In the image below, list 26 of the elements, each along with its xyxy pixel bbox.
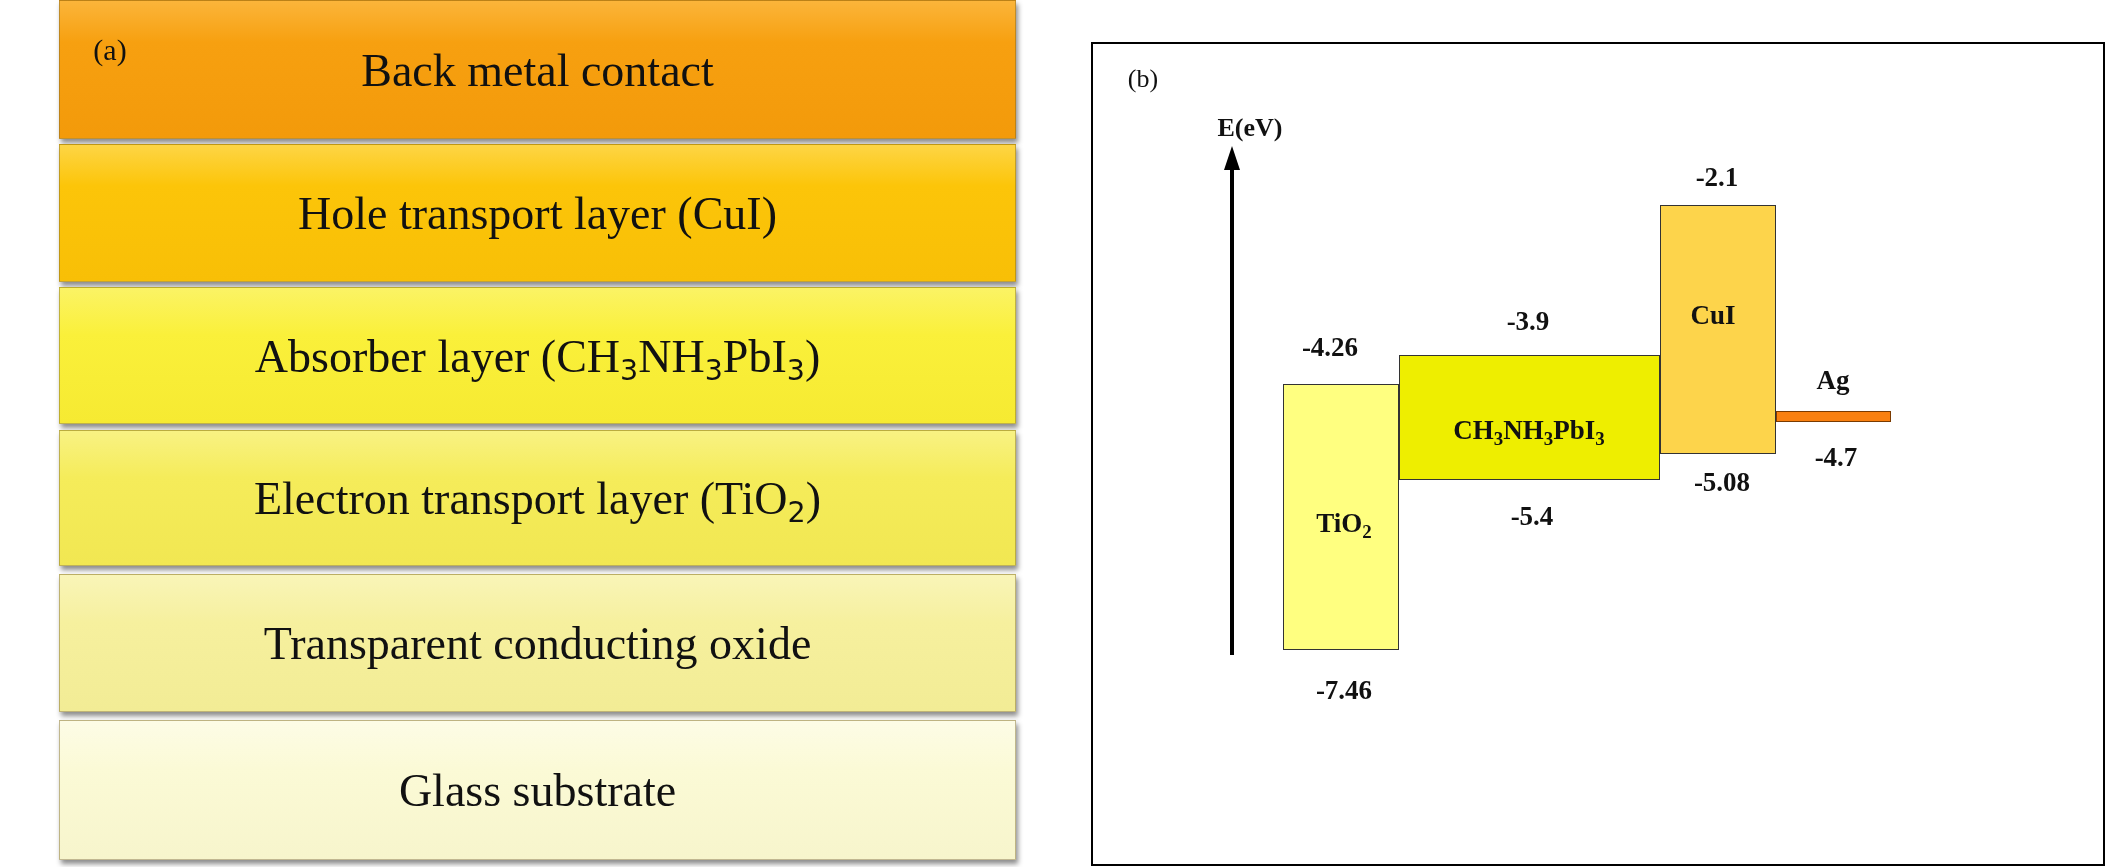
material-label: Ag xyxy=(1816,364,1850,396)
panel-label: (b) xyxy=(1127,64,1159,94)
device-layer xyxy=(59,287,1016,424)
energy-value: -4.26 xyxy=(1301,331,1359,363)
axis-label: E(eV) xyxy=(1217,113,1283,143)
device-layer xyxy=(59,574,1016,712)
energy-value: -7.46 xyxy=(1315,674,1373,706)
layer-label: Electron transport layer (TiO$_{2}$) xyxy=(254,471,821,525)
energy-value: -5.4 xyxy=(1510,500,1554,532)
panel-label: (a) xyxy=(93,33,127,67)
material-label: CuI xyxy=(1690,299,1736,331)
energy-value: -5.08 xyxy=(1693,466,1751,498)
device-layer xyxy=(59,720,1016,860)
energy-value: -3.9 xyxy=(1506,305,1550,337)
material-label: TiO$_{2}$ xyxy=(1316,507,1372,539)
energy-value: -4.7 xyxy=(1814,441,1858,473)
device-layer xyxy=(59,0,1016,139)
layer-label: Hole transport layer (CuI) xyxy=(298,186,777,240)
layer-label: Glass substrate xyxy=(398,763,677,817)
energy-value: -2.1 xyxy=(1695,161,1739,193)
layer-label: Transparent conducting oxide xyxy=(263,616,812,670)
device-layer xyxy=(59,430,1016,566)
layer-label: Back metal contact xyxy=(361,43,714,96)
layer-label: Absorber layer (CH$_{3}$NH$_{3}$PbI$_{3}$) xyxy=(254,329,821,382)
material-label: CH$_{3}$NH$_{3}$PbI$_{3}$ xyxy=(1453,414,1605,446)
device-layer xyxy=(59,144,1016,282)
